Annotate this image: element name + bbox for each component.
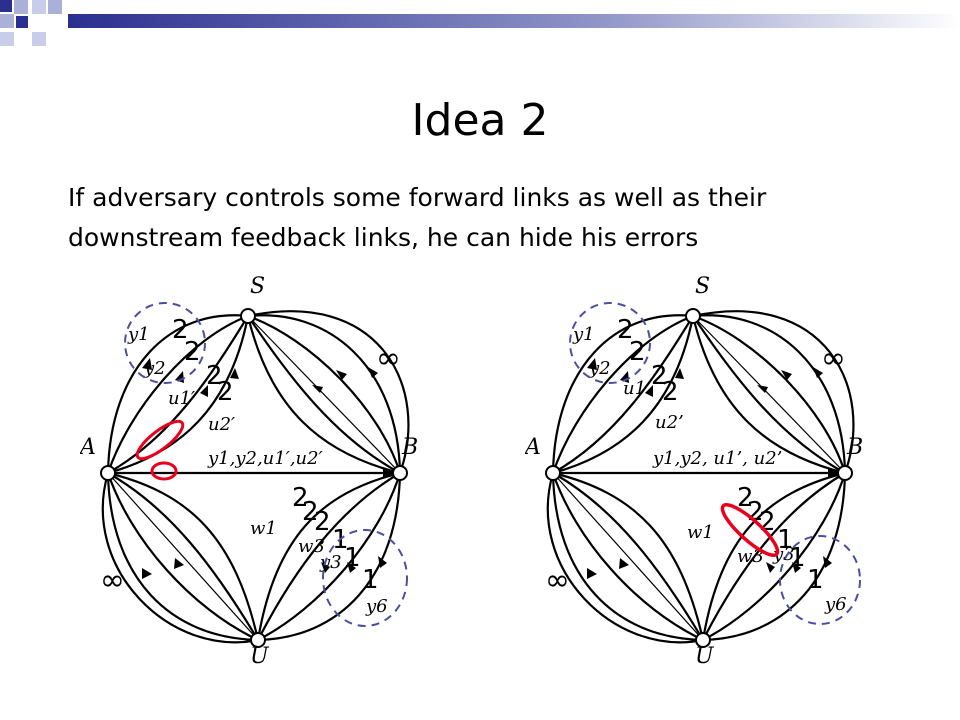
var-label-y2: y2 (588, 358, 611, 379)
var-label-y1: y1 (572, 324, 595, 345)
infinity-bottom: ∞ (100, 563, 125, 598)
var-label-u1: u1′ (168, 388, 195, 409)
capacity-label: 2 (184, 337, 201, 367)
edges (546, 310, 855, 644)
adversary-link-marker (150, 461, 178, 481)
observed-region-circle (569, 302, 651, 384)
slide-subtitle: If adversary controls some forward links… (68, 183, 767, 252)
ab-link-label: y1,y2,u1′,u2′ (207, 448, 323, 469)
right-network-diagram: S A B U ∞ ∞ 2 2 2 2 2 2 2 1 1 1 y1 y2 u1… (525, 274, 863, 668)
var-label-y6: y6 (824, 594, 847, 615)
var-label-y6: y6 (365, 596, 388, 617)
var-label-w1: w1 (250, 518, 277, 539)
capacity-label: 2 (737, 483, 754, 513)
capacity-label: 2 (292, 483, 309, 513)
capacity-label: 2 (314, 507, 331, 537)
slide-title: Idea 2 (411, 95, 549, 146)
adversary-link-marker (720, 503, 780, 557)
nodes (545, 308, 853, 648)
capacity-label: 2 (217, 377, 234, 407)
capacity-label: 2 (662, 377, 679, 407)
observed-region-circle (124, 302, 206, 384)
node-label-b: B (401, 435, 418, 460)
observed-region-circle (322, 529, 408, 627)
node-label-u: U (695, 644, 715, 668)
ab-link-label: y1,y2, u1’, u2’ (652, 448, 782, 469)
capacity-label: 2 (206, 361, 223, 391)
capacity-label: 1 (362, 565, 379, 595)
var-label-y2: y2 (143, 358, 166, 379)
capacity-label: 2 (651, 361, 668, 391)
var-label-w1: w1 (687, 522, 714, 543)
left-network-diagram: S A B U ∞ ∞ 2 2 2 2 2 2 2 1 1 1 y1 y2 u1… (80, 274, 418, 668)
var-label-u2: u2′ (208, 414, 235, 435)
observed-region-circle (779, 535, 861, 625)
capacity-label: 1 (789, 543, 806, 573)
infinity-bottom: ∞ (545, 563, 570, 598)
edges (101, 310, 410, 644)
var-label-w3: w3 (298, 536, 325, 557)
node-label-b: B (846, 435, 863, 460)
var-label-w3: w3 (737, 546, 764, 567)
capacity-label: 1 (344, 543, 361, 573)
capacity-label: 2 (617, 315, 634, 345)
infinity-top: ∞ (821, 341, 846, 376)
nodes (100, 308, 408, 648)
node-label-a: A (525, 435, 541, 460)
node-label-s: S (250, 274, 265, 299)
infinity-top: ∞ (376, 341, 401, 376)
capacity-label: 2 (172, 315, 189, 345)
capacity-label: 1 (807, 565, 824, 595)
capacity-label: 1 (777, 525, 794, 555)
node-label-u: U (250, 644, 270, 668)
adversary-link-marker (135, 419, 185, 461)
arrowheads (142, 358, 395, 579)
var-label-y1: y1 (127, 324, 150, 345)
var-label-u2: u2’ (655, 412, 684, 433)
var-label-y3: y3 (319, 552, 342, 573)
node-label-s: S (695, 274, 710, 299)
var-label-u1: u1’ (623, 378, 652, 399)
capacity-label: 2 (629, 337, 646, 367)
node-label-a: A (80, 435, 96, 460)
corner-decoration (0, 0, 960, 46)
capacity-label: 2 (302, 497, 319, 527)
